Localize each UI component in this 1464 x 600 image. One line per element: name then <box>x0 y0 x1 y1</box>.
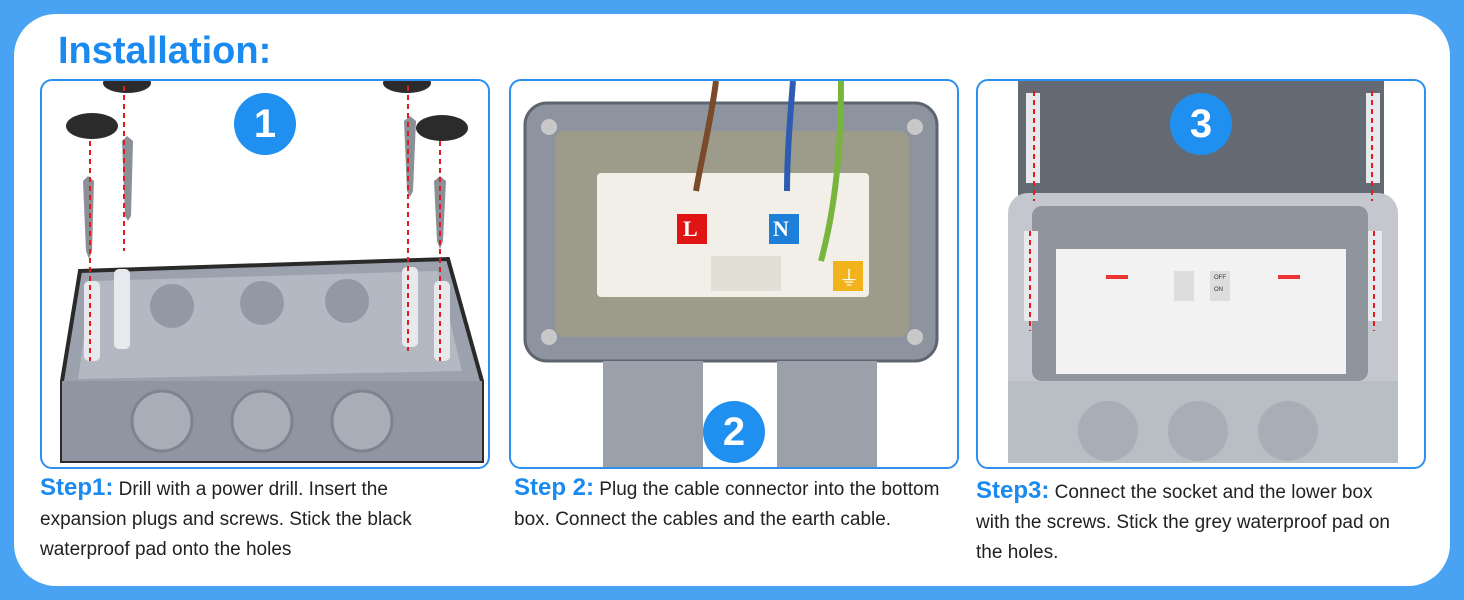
switch-off-label: OFF <box>1214 275 1226 281</box>
socket-box-illustration <box>1008 81 1398 463</box>
step3-text: Connect the socket and the lower box wit… <box>976 482 1390 563</box>
step2-text: Plug the cable connector into the bottom… <box>514 479 940 530</box>
earth-symbol-icon: ⏚ <box>839 266 859 290</box>
step2-number-badge: 2 <box>703 401 765 463</box>
wiring-illustration <box>523 81 939 467</box>
junction-box-illustration <box>60 81 484 463</box>
step2-label: Step 2: <box>514 474 595 501</box>
step3-number-badge: 3 <box>1170 93 1232 155</box>
step2-instructions: Step 2: Plug the cable connector into th… <box>514 473 944 535</box>
neutral-terminal-label: N <box>773 216 789 241</box>
switch-on-label: ON <box>1214 287 1223 293</box>
step1-instructions: Step1: Drill with a power drill. Insert … <box>40 473 470 565</box>
step3-instructions: Step3: Connect the socket and the lower … <box>976 476 1406 568</box>
step1-image-panel: 1 <box>40 79 490 469</box>
step1-label: Step1: <box>40 474 114 501</box>
step1-number-badge: 1 <box>234 93 296 155</box>
step3-image-panel: OFF ON 3 <box>976 79 1426 469</box>
step3-label: Step3: <box>976 477 1050 504</box>
step2-image-panel: L N ⏚ 2 <box>509 79 959 469</box>
live-terminal-label: L <box>683 216 698 241</box>
step1-text: Drill with a power drill. Insert the exp… <box>40 479 412 560</box>
page-title: Installation: <box>58 30 272 72</box>
